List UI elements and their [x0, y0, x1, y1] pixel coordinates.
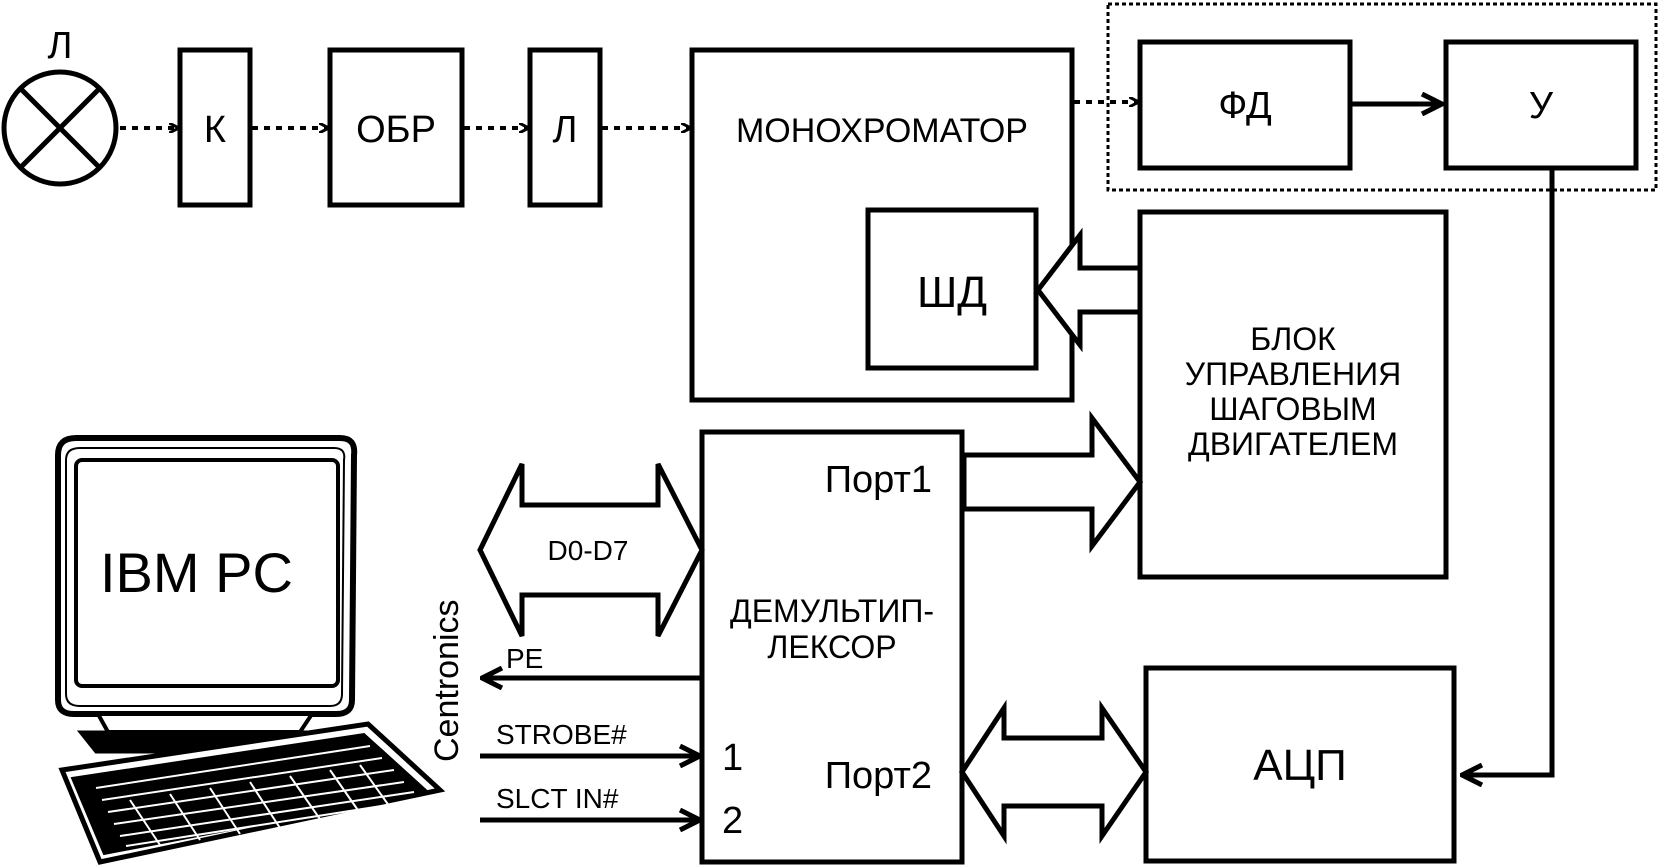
condenser-block: К: [177, 47, 253, 208]
computer-illustration: IBM PC: [55, 435, 446, 865]
sample-block: ОБР: [327, 47, 465, 208]
amplifier-to-adc-line: [1462, 170, 1555, 775]
motor-control-label-line: ДВИГАТЕЛЕМ: [1188, 426, 1398, 462]
pin1-label: 1: [722, 737, 743, 779]
stepper-motor-block: [865, 207, 1039, 371]
demux-label-line: ДЕМУЛЬТИП-: [730, 593, 934, 629]
strobe-label: STROBE#: [496, 719, 627, 750]
monitor-screen: [74, 458, 340, 688]
photodetector-block: ФД: [1137, 39, 1353, 171]
port1-bus-arrow: [961, 410, 1144, 554]
amplifier-block: У: [1443, 39, 1639, 171]
slct-in-label: SLCT IN#: [496, 783, 619, 814]
pc-label: IBM PC: [100, 541, 293, 604]
monitor-stand: [94, 712, 316, 734]
demultiplexer-block: Порт1 ДЕМУЛЬТИП- ЛЕКСОР Порт2 1 2: [699, 429, 965, 865]
motor-drive-bus-arrow: [1034, 227, 1143, 353]
stepper-motor-label: ШД: [917, 268, 987, 317]
condenser-label: К: [204, 109, 226, 151]
data-bus-label: D0-D7: [548, 535, 629, 566]
motor-control-block: БЛОК УПРАВЛЕНИЯ ШАГОВЫМ ДВИГАТЕЛЕМ: [1137, 209, 1449, 580]
demux-label-line: ЛЕКСОР: [767, 629, 896, 665]
port2-label: Порт2: [825, 755, 932, 797]
motor-control-label-line: ШАГОВЫМ: [1209, 391, 1376, 427]
port2-bus-arrow: [959, 699, 1150, 845]
keyboard-key-rows: [95, 745, 421, 847]
adc-label: АЦП: [1253, 741, 1347, 790]
monitor-bezel-inner: [65, 447, 346, 707]
pin2-label: 2: [722, 800, 743, 842]
centronics-label: Centronics: [428, 599, 466, 762]
port1-label: Порт1: [825, 459, 932, 501]
monochromator-label: МОНОХРОМАТОР: [736, 112, 1028, 150]
lens-block: Л: [527, 47, 603, 208]
amplifier-label: У: [1529, 85, 1554, 127]
lamp-label: Л: [48, 25, 73, 67]
motor-control-label-line: УПРАВЛЕНИЯ: [1185, 356, 1401, 392]
monochromator-block: МОНОХРОМАТОР ШД: [689, 47, 1075, 403]
photodetector-label: ФД: [1218, 85, 1272, 127]
sample-label: ОБР: [356, 109, 436, 151]
lamp: Л: [1, 25, 119, 187]
motor-control-label-line: БЛОК: [1250, 321, 1336, 357]
adc-block: АЦП: [1143, 665, 1457, 864]
lens-label: Л: [553, 109, 578, 151]
pe-label: PE: [506, 643, 543, 674]
lamp-cross-line: [18, 86, 102, 170]
data-bus-arrow: [477, 462, 705, 638]
detector-frame: [1106, 2, 1658, 192]
